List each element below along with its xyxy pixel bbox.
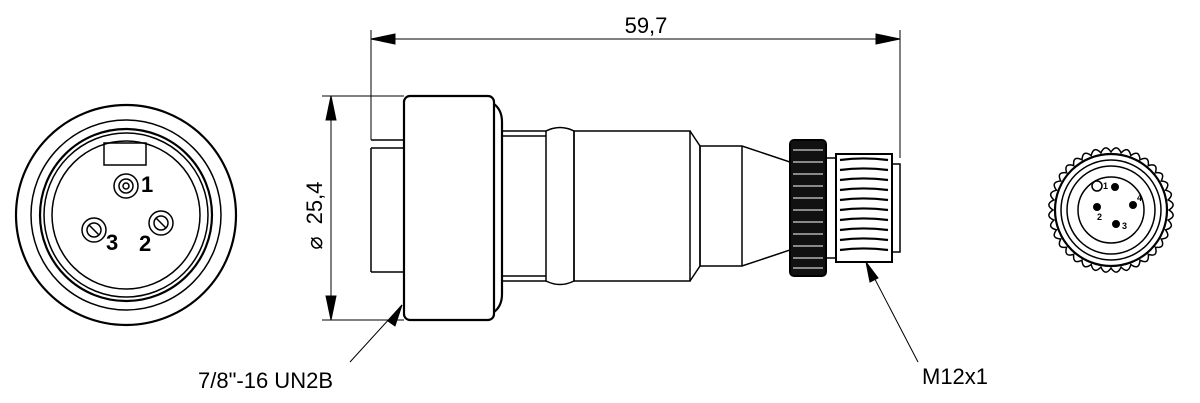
- pin-3-dot: [1112, 220, 1120, 228]
- pin-label-2-right: 2: [1097, 212, 1102, 222]
- pin-1-dot: [1111, 183, 1119, 191]
- arrow-bottom: [325, 295, 337, 321]
- pin-4-dot: [1129, 201, 1137, 209]
- face-insert: [1077, 176, 1145, 244]
- thread-tip: [891, 163, 901, 253]
- pin-label-4-right: 4: [1137, 193, 1142, 203]
- coding-hole: [1091, 180, 1103, 192]
- pin-3: [81, 217, 107, 243]
- knurl-tooth-outline: [1048, 147, 1174, 273]
- arrow-left: [370, 33, 396, 45]
- insert-face: [51, 140, 201, 290]
- length-value: 59,7: [625, 13, 668, 38]
- shell-ring: [38, 127, 214, 303]
- nut-chamfer: [493, 103, 504, 313]
- right-face-view: 1 2 3 4: [1048, 147, 1174, 273]
- coding-key: [103, 142, 147, 166]
- pin-2: [148, 210, 174, 236]
- knurled-nut: [402, 94, 496, 322]
- pin-1: [113, 173, 139, 199]
- pin-label-3-right: 3: [1122, 221, 1127, 231]
- thread-lines: [839, 157, 889, 252]
- hex-nut: [789, 139, 827, 277]
- body-main: [573, 130, 691, 282]
- left-face-view: 1 2 3: [14, 103, 238, 327]
- left-thread-label: 7/8"-16 UN2B: [198, 368, 333, 393]
- diameter-symbol: ⌀: [302, 236, 327, 249]
- insert-ring: [43, 132, 209, 298]
- body-taper-start: [689, 130, 701, 282]
- nut-ring: [30, 119, 222, 311]
- right-thread-label: M12x1: [922, 364, 988, 389]
- thread-neck: [825, 157, 837, 259]
- knurl-teeth: [1048, 147, 1174, 273]
- knurled-outline: [1053, 152, 1169, 268]
- face-ring-outer: [1060, 159, 1162, 261]
- diameter-value: 25,4: [302, 182, 327, 225]
- pin-label-1-right: 1: [1103, 181, 1108, 191]
- face-ring: [1066, 165, 1156, 255]
- side-view: 59,7 ⌀ 25,4: [198, 13, 988, 393]
- pin-label-3: 3: [106, 230, 118, 255]
- outer-ring: [14, 103, 238, 327]
- diameter-dimension: ⌀ 25,4: [302, 95, 404, 321]
- arrow-right: [875, 33, 901, 45]
- body-collar: [501, 130, 547, 282]
- pin-label-1: 1: [141, 172, 153, 197]
- taper-sleeve: [699, 145, 791, 267]
- pin-2-dot: [1093, 203, 1101, 211]
- arrow-top: [325, 95, 337, 121]
- body-ring: [545, 126, 575, 286]
- pin-label-2: 2: [139, 231, 151, 256]
- length-dimension: 59,7: [370, 13, 901, 158]
